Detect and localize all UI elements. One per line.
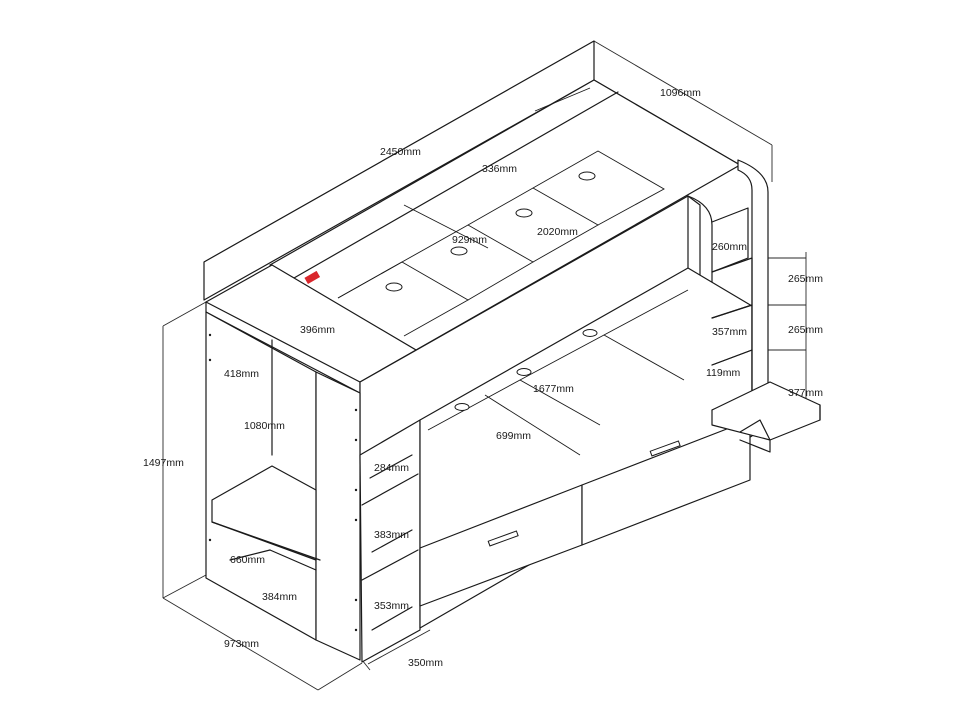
lower-bed — [419, 267, 753, 629]
dim-label-119: 119mm — [706, 367, 740, 379]
dim-label-384: 384mm — [262, 591, 297, 603]
dim-label-260: 260mm — [712, 241, 747, 253]
dim-label-699: 699mm — [496, 430, 531, 442]
dim-label-265-mid: 265mm — [788, 324, 823, 336]
dim-label-383: 383mm — [374, 529, 409, 541]
left-shelf-unit — [359, 419, 421, 663]
dim-label-2020: 2020mm — [537, 226, 578, 238]
dim-label-1096: 1096mm — [660, 87, 701, 99]
red-label-tag — [304, 270, 321, 284]
dim-label-284: 284mm — [374, 462, 409, 474]
dim-label-1497: 1497mm — [143, 457, 184, 469]
dim-label-1080: 1080mm — [244, 420, 285, 432]
left-end-panels — [205, 311, 361, 661]
dim-label-973: 973mm — [224, 638, 259, 650]
dim-label-2450: 2450mm — [380, 146, 421, 158]
dim-label-396: 396mm — [300, 324, 335, 336]
dim-label-353: 353mm — [374, 600, 409, 612]
dim-label-418: 418mm — [224, 368, 259, 380]
dim-label-660: 660mm — [230, 554, 265, 566]
dim-label-350: 350mm — [408, 657, 443, 669]
dim-label-265-top: 265mm — [788, 273, 823, 285]
dim-label-929: 929mm — [452, 234, 487, 246]
drawer-handle-right — [649, 440, 681, 457]
right-staircase — [711, 159, 821, 453]
drawer-handle-left — [487, 530, 519, 547]
dim-label-1677: 1677mm — [533, 383, 574, 395]
dim-label-336: 336mm — [482, 163, 517, 175]
dimension-labels: 2450mm 1096mm 336mm 929mm 2020mm 260mm 2… — [143, 87, 823, 669]
dim-label-377: 377mm — [788, 387, 823, 399]
dim-label-357: 357mm — [712, 326, 747, 338]
